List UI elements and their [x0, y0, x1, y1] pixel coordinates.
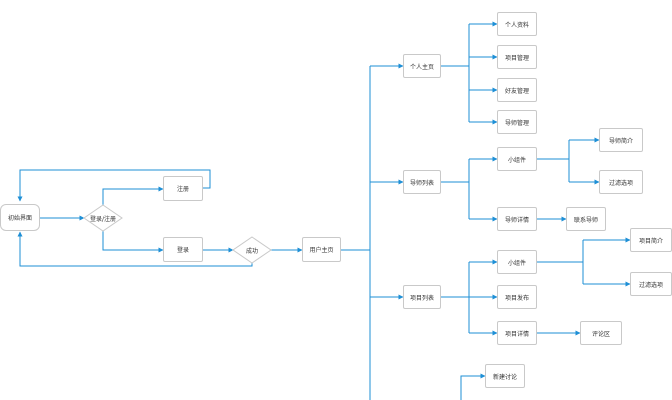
node-project-detail[interactable]: 项目详情 [497, 321, 537, 345]
decision-login-register [83, 204, 123, 232]
edge-to-register [102, 186, 164, 205]
node-mentor-widget[interactable]: 小组件 [497, 147, 537, 171]
decision-success-label: 成功 [245, 247, 258, 255]
node-comment-area[interactable]: 评论区 [580, 321, 622, 345]
node-project-manage[interactable]: 项目管理 [497, 45, 537, 69]
node-project-publish[interactable]: 项目发布 [497, 285, 537, 309]
edge-register-loop-to-start [17, 169, 211, 202]
node-personal-home[interactable]: 个人主页 [403, 54, 441, 78]
node-mentor-detail[interactable]: 导师详情 [497, 207, 537, 231]
node-project-widget[interactable]: 小组件 [497, 250, 537, 274]
decision-login-register-label: 登录/注册 [89, 215, 117, 223]
node-project-filter[interactable]: 过滤选项 [630, 272, 672, 296]
node-login[interactable]: 登录 [163, 237, 203, 262]
node-register[interactable]: 注册 [163, 176, 203, 201]
node-contact-mentor[interactable]: 联系导师 [566, 207, 606, 231]
node-mentor-manage[interactable]: 导师管理 [497, 110, 537, 134]
node-new-discussion[interactable]: 新建讨论 [485, 364, 525, 388]
node-mentor-filter[interactable]: 过滤选项 [599, 170, 643, 194]
node-mentor-list[interactable]: 导师列表 [403, 170, 441, 194]
node-friend-manage[interactable]: 好友管理 [497, 78, 537, 102]
node-project-list[interactable]: 项目列表 [403, 285, 441, 309]
node-project-intro[interactable]: 项目简介 [630, 228, 672, 252]
node-personal-info[interactable]: 个人资料 [497, 12, 537, 36]
edge-success-loop-to-start [17, 231, 253, 267]
decision-success [232, 236, 272, 264]
node-start[interactable]: 初始界面 [0, 204, 40, 231]
edge-to-login [102, 231, 164, 253]
edge-to-new-discussion [460, 373, 486, 400]
node-mentor-intro[interactable]: 导师简介 [599, 128, 643, 152]
node-user-home[interactable]: 用户主页 [302, 237, 341, 262]
